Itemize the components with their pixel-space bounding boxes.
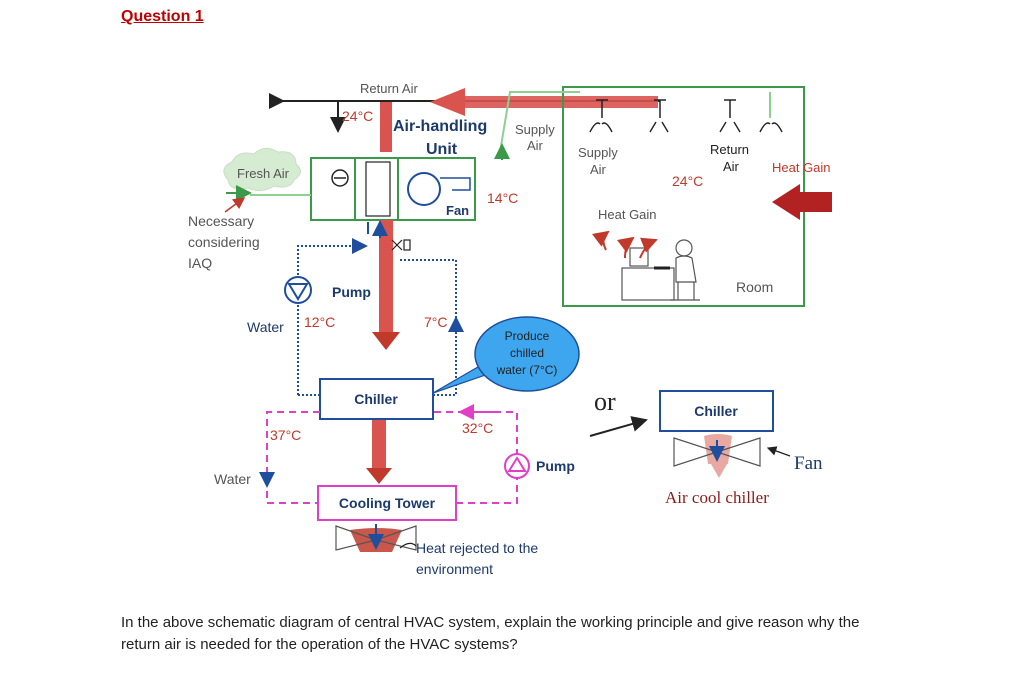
label-pump-bottom: Pump [536,458,575,474]
label-heat-rejected-1: Heat rejected to the [416,540,538,556]
label-temp-24-ahu: 24°C [342,108,373,124]
chilled-water-arrow [372,220,400,350]
heat-gain-arrow [772,184,832,220]
label-water-bottom: Water [214,471,251,487]
label-return-air-room-2: Air [723,159,740,174]
chilled-water-loop [297,222,464,396]
label-fan-alt: Fan [794,453,823,474]
label-temp-32: 32°C [462,420,493,436]
label-supply-air-room-1: Supply [578,145,618,160]
label-return-air-room-1: Return [710,142,749,157]
question-title: Question 1 [121,8,204,25]
produce-chilled-water-callout [432,316,580,394]
label-temp-14: 14°C [487,190,518,206]
label-temp-12: 12°C [304,314,335,330]
label-necessary-3: IAQ [188,255,212,271]
label-pump-top: Pump [332,284,371,300]
room-box [494,86,805,307]
label-necessary-2: considering [188,234,260,250]
label-room: Room [736,279,773,295]
fresh-air-cloud-icon [223,148,301,213]
cooling-tower-box [317,485,457,521]
label-ahu-line2: Unit [426,141,458,158]
label-chiller-alt: Chiller [694,403,738,419]
chiller-alt-box [659,390,774,432]
label-supply-air-room-2: Air [590,162,607,177]
cooling-tower-fan-icon [335,524,417,552]
diagram-labels: Return Air 24°C Air-handling Unit Supply… [188,81,831,577]
label-or: or [594,387,616,416]
label-air-cool-chiller: Air cool chiller [665,488,769,507]
label-temp-37: 37°C [270,427,301,443]
label-necessary-1: Necessary [188,213,254,229]
label-callout-2: chilled [510,346,544,360]
label-water-left: Water [247,319,284,335]
condenser-water-loop [259,404,518,504]
label-fan: Fan [446,203,469,218]
label-chiller: Chiller [354,391,398,407]
label-fresh-air: Fresh Air [237,166,290,181]
label-callout-1: Produce [505,329,550,343]
label-temp-24-room: 24°C [672,173,703,189]
label-heat-rejected-2: environment [416,561,493,577]
label-heat-gain-room: Heat Gain [598,207,657,222]
chiller-box [319,378,434,420]
label-callout-3: water (7°C) [496,363,558,377]
label-cooling-tower: Cooling Tower [339,495,436,511]
label-return-air-top: Return Air [360,81,418,96]
question-text: In the above schematic diagram of centra… [121,614,860,653]
label-ahu-line1: Air-handling [393,118,487,135]
label-supply-air-top-1: Supply [515,122,555,137]
label-heat-gain-right: Heat Gain [772,160,831,175]
return-air-duct [269,88,660,152]
label-temp-7: 7°C [424,314,448,330]
heat-to-tower-arrow [366,420,392,484]
chilled-water-pump-icon [284,276,312,304]
air-cool-chiller-fan-icon [673,434,791,478]
label-supply-air-top-2: Air [527,138,544,153]
condenser-pump-icon [504,453,530,479]
or-arrow [589,416,648,437]
person-at-desk-icon [592,230,700,301]
